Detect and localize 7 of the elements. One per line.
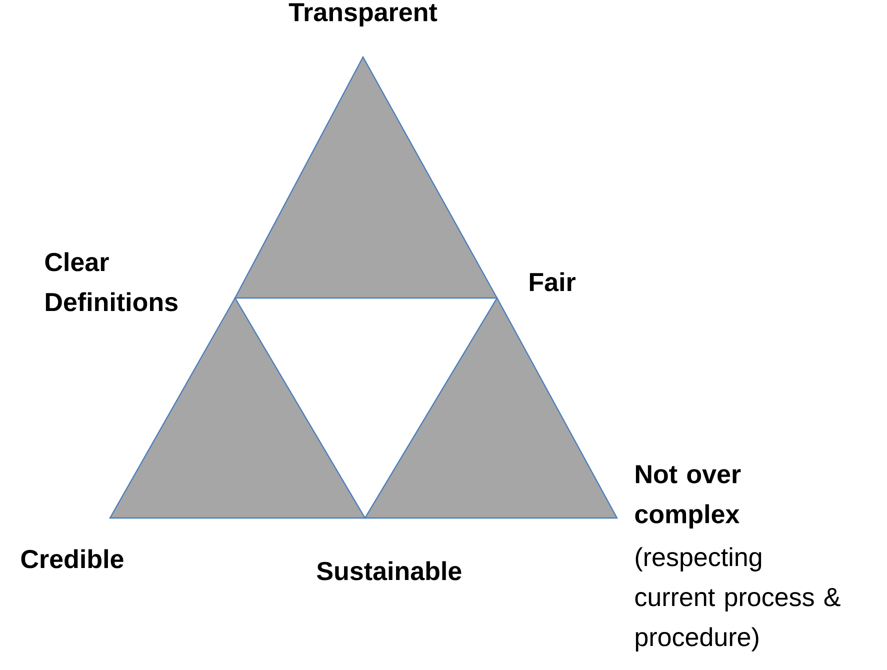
- vertex-label: Transparent: [288, 3, 438, 26]
- vertex-label: Fair: [530, 272, 576, 292]
- vertex-label: Credible: [21, 549, 124, 568]
- vertex-label: Not over complex: [635, 465, 741, 528]
- vertex-label: Sustainable: [316, 561, 462, 580]
- vertex-label: Clear Definitions: [45, 252, 178, 312]
- note-text: (respecting current process & procedure): [635, 547, 840, 652]
